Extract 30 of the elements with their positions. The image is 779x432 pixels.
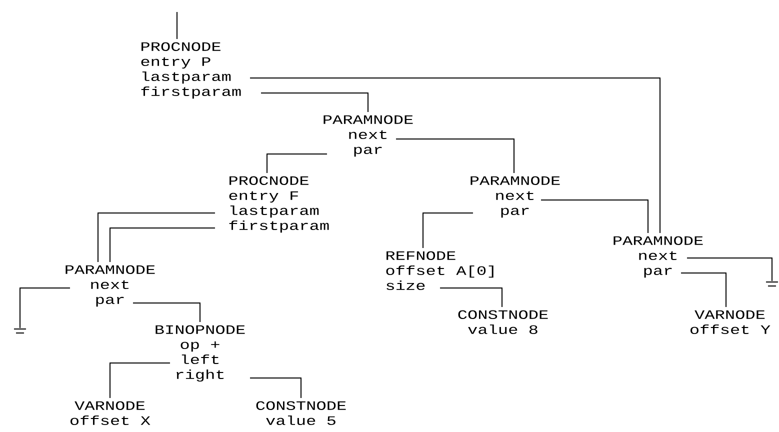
- connector-line: [686, 258, 772, 282]
- connector-line: [396, 138, 514, 174]
- record-text: PROCNODE entry F lastparam firstparam: [229, 176, 329, 233]
- record-text: VARNODE offset X: [70, 401, 150, 426]
- connector-line: [132, 302, 200, 322]
- record-text: PARAMNODE next par: [66, 265, 155, 307]
- connector-line: [440, 288, 502, 308]
- connector-line: [250, 378, 302, 398]
- record-text: REFNODE offset A[0] size: [386, 251, 494, 290]
- connector-line: [680, 272, 726, 308]
- record-text: CONSTNODE value 5: [256, 401, 346, 426]
- record-text: BINOPNODE op + left right: [156, 325, 245, 382]
- record-text: PARAMNODE next par: [470, 176, 560, 218]
- record-text: VARNODE offset Y: [690, 310, 770, 334]
- connector-line: [266, 154, 328, 174]
- connector-line: [250, 78, 660, 234]
- connector-line: [176, 12, 178, 40]
- record-text: CONSTNODE value 8: [458, 310, 548, 334]
- ground-symbol: [14, 328, 26, 334]
- connector-line: [110, 228, 216, 262]
- record-text: PROCNODE entry P lastparam firstparam: [141, 42, 241, 99]
- connector-line: [20, 288, 70, 328]
- ground-symbol: [766, 282, 778, 286]
- connector-line: [260, 92, 368, 112]
- record-text: PARAMNODE next par: [614, 236, 703, 278]
- connector-line: [422, 212, 474, 248]
- connector-line: [540, 200, 648, 234]
- record-text: PARAMNODE next par: [324, 115, 413, 157]
- connector-line: [98, 212, 216, 262]
- connector-line: [110, 362, 170, 398]
